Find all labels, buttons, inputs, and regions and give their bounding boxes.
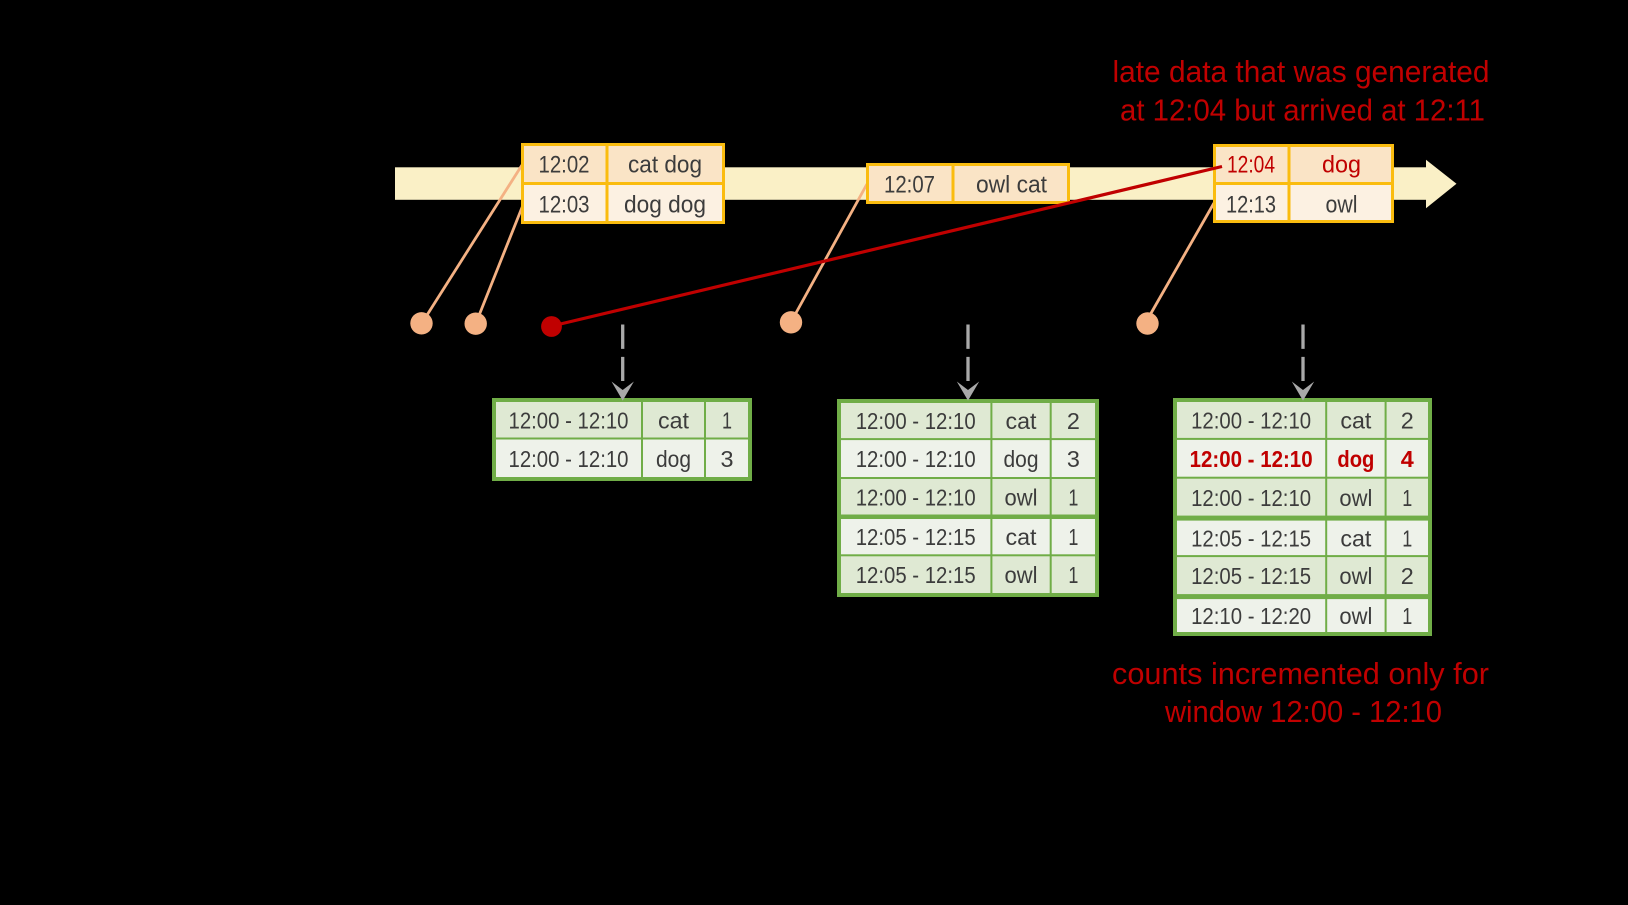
svg-text:1: 1 [1068,524,1078,550]
svg-text:late data that was generated: late data that was generated [1113,54,1490,89]
svg-text:12:07: 12:07 [884,172,935,199]
svg-text:12:00 - 12:10: 12:00 - 12:10 [509,407,629,433]
svg-text:1: 1 [1068,562,1078,588]
svg-text:owl: owl [1339,563,1372,589]
svg-text:owl: owl [1005,484,1038,510]
svg-text:12:05 - 12:15: 12:05 - 12:15 [856,524,976,550]
svg-text:1: 1 [1402,526,1412,552]
svg-text:2: 2 [1401,563,1414,589]
svg-text:12:00 - 12:10: 12:00 - 12:10 [856,408,976,434]
svg-text:12:00 - 12:10: 12:00 - 12:10 [1190,446,1313,472]
svg-text:4: 4 [1401,446,1414,472]
svg-text:cat: cat [1006,524,1037,550]
svg-text:dog dog: dog dog [624,192,706,219]
svg-text:12:10 - 12:20: 12:10 - 12:20 [1191,603,1311,629]
svg-text:dog: dog [1322,152,1361,179]
svg-text:12:00 - 12:10: 12:00 - 12:10 [856,484,976,510]
svg-text:12:05 - 12:15: 12:05 - 12:15 [856,562,976,588]
svg-text:owl: owl [1339,485,1372,511]
svg-text:cat dog: cat dog [628,152,702,179]
svg-text:cat: cat [658,407,689,433]
svg-text:2: 2 [1401,408,1414,434]
svg-text:12:03: 12:03 [539,192,590,219]
svg-text:12:05 - 12:15: 12:05 - 12:15 [1191,526,1311,552]
svg-text:owl: owl [1005,562,1038,588]
svg-text:1: 1 [1068,484,1078,510]
svg-text:cat: cat [1340,408,1371,434]
svg-text:12:02: 12:02 [539,152,590,179]
svg-text:3: 3 [721,446,734,472]
svg-text:12:00 - 12:10: 12:00 - 12:10 [1191,408,1311,434]
svg-text:12:04: 12:04 [1227,152,1275,179]
svg-text:owl cat: owl cat [976,172,1047,199]
svg-text:12:00 - 12:10: 12:00 - 12:10 [1191,485,1311,511]
svg-text:owl: owl [1339,603,1372,629]
svg-text:cat: cat [1006,408,1037,434]
svg-text:owl: owl [1326,192,1358,219]
svg-text:3: 3 [1067,446,1080,472]
svg-text:1: 1 [1402,603,1412,629]
svg-text:window 12:00 - 12:10: window 12:00 - 12:10 [1164,694,1442,729]
svg-text:12:00 - 12:10: 12:00 - 12:10 [509,446,629,472]
svg-text:cat: cat [1340,526,1371,552]
svg-text:2: 2 [1067,408,1080,434]
svg-text:dog: dog [656,446,691,472]
svg-text:1: 1 [722,407,732,433]
svg-text:counts incremented only for: counts incremented only for [1112,656,1489,691]
svg-text:dog: dog [1004,446,1039,472]
svg-text:dog: dog [1337,446,1374,472]
svg-text:12:05 - 12:15: 12:05 - 12:15 [1191,563,1311,589]
svg-text:1: 1 [1402,485,1412,511]
svg-text:12:13: 12:13 [1226,192,1276,219]
svg-text:at 12:04 but arrived at 12:11: at 12:04 but arrived at 12:11 [1120,93,1485,128]
svg-text:12:00 - 12:10: 12:00 - 12:10 [856,446,976,472]
